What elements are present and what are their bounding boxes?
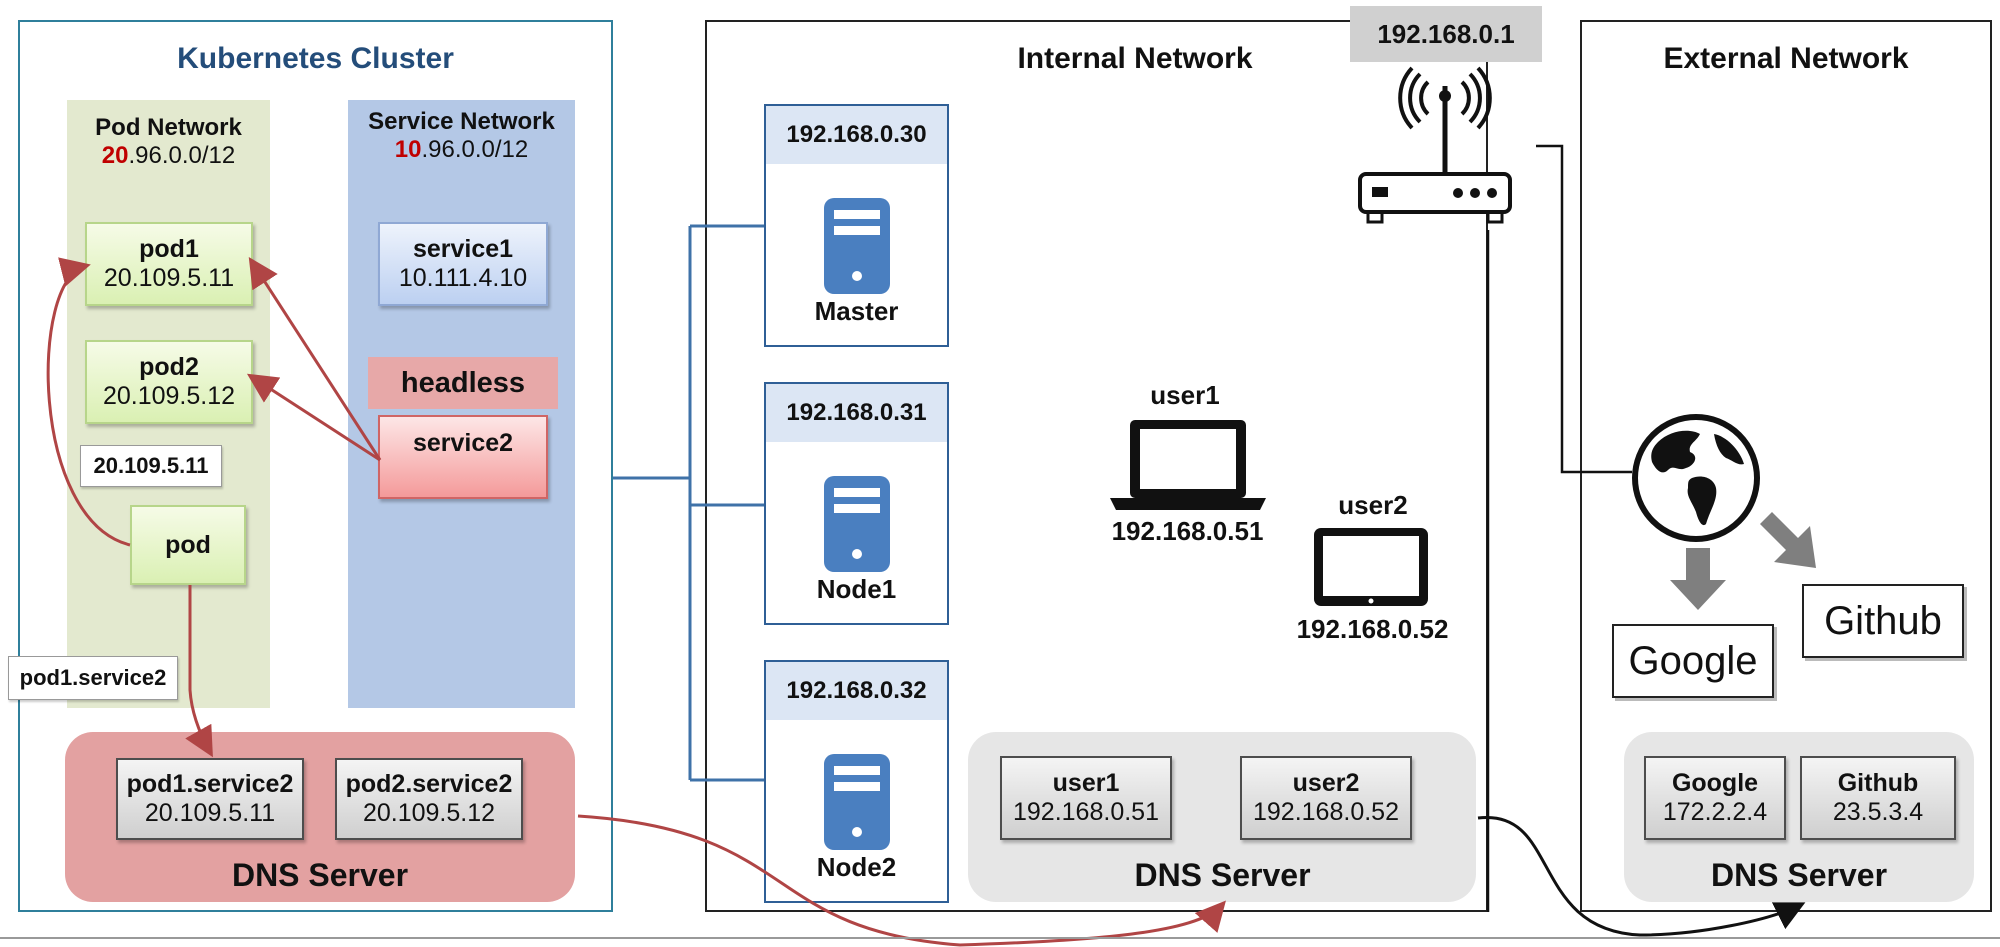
query-label: pod1.service2 [8,656,178,700]
github-site-card[interactable]: Github [1802,584,1964,658]
internal-dns-record-2-name: user2 [1292,769,1360,798]
internal-dns-record-2: user2 192.168.0.52 [1240,756,1412,840]
headless-label: headless [368,357,558,409]
pod1-ip: 20.109.5.11 [103,264,235,292]
pod-network-cidr: 20.96.0.0/12 [102,142,235,170]
client-pod-name: pod [165,530,211,559]
node2-server-icon [824,754,890,850]
resolved-ip-label: 20.109.5.11 [80,445,222,487]
service-network-cidr: 10.96.0.0/12 [395,136,528,164]
internal-dns-record-2-ip: 192.168.0.52 [1253,798,1399,826]
service1-ip: 10.111.4.10 [398,264,528,292]
k8s-dns-record-2-ip: 20.109.5.12 [362,799,496,827]
external-dns-record-1-name: Google [1671,769,1759,798]
external-dns-record-1-ip: 172.2.2.4 [1662,798,1768,826]
pod1-box[interactable]: pod1 20.109.5.11 [85,222,253,306]
internal-dns-record-1: user1 192.168.0.51 [1000,756,1172,840]
service2-box[interactable]: service2 [378,415,548,499]
pod-network-title: Pod Network [95,114,242,141]
external-dns-record-1: Google 172.2.2.4 [1644,756,1786,840]
service-network-title: Service Network [368,108,555,135]
user2-name: user2 [1338,489,1408,520]
service-cidr-rest: .96.0.0/12 [421,136,529,163]
kubernetes-cluster-title: Kubernetes Cluster [177,42,454,75]
client-pod-box[interactable]: pod [130,505,246,585]
master-server-icon [824,198,890,294]
k8s-dns-record-2-name: pod2.service2 [345,770,513,799]
service1-name: service1 [412,235,514,264]
pod2-box[interactable]: pod2 20.109.5.12 [85,340,253,424]
user2-ip: 192.168.0.52 [1296,613,1449,644]
arrow-diagonal-icon [1760,512,1816,568]
router-icon [1358,66,1512,224]
k8s-dns-record-1-ip: 20.109.5.11 [144,799,276,827]
pod-network-heading: Pod Network 20.96.0.0/12 [67,114,270,170]
pod-cidr-rest: .96.0.0/12 [128,142,236,169]
external-dns-record-2-ip: 23.5.3.4 [1832,798,1924,826]
tablet-icon [1314,528,1428,606]
user1-ip: 192.168.0.51 [1111,515,1264,546]
internal-dns-record-1-ip: 192.168.0.51 [1013,798,1159,826]
external-dns-label: DNS Server [1710,856,1888,893]
laptop-icon [1110,420,1266,510]
service2-name: service2 [412,429,514,457]
node1-ip: 192.168.0.31 [766,384,947,442]
node1-server-icon [824,476,890,572]
pod2-ip: 20.109.5.12 [102,382,236,410]
arrow-down-icon [1670,548,1726,610]
master-node-ip: 192.168.0.30 [766,106,947,164]
k8s-dns-record-1-name: pod1.service2 [126,770,294,799]
router-ip-label: 192.168.0.1 [1350,6,1542,62]
user1-name: user1 [1150,379,1220,410]
node1-name: Node1 [816,573,897,604]
node2-ip: 192.168.0.32 [766,662,947,720]
node2-name: Node2 [816,851,897,882]
pod1-name: pod1 [139,235,199,264]
pod2-name: pod2 [139,353,199,382]
external-network-title: External Network [1663,42,1909,75]
service-cidr-prefix: 10 [394,136,422,163]
k8s-dns-label: DNS Server [231,856,409,893]
k8s-dns-record-2: pod2.service2 20.109.5.12 [335,758,523,840]
service-network-heading: Service Network 10.96.0.0/12 [348,108,575,164]
k8s-dns-record-1: pod1.service2 20.109.5.11 [116,758,304,840]
internal-dns-record-1-name: user1 [1052,769,1120,798]
external-dns-record-2: Github 23.5.3.4 [1800,756,1956,840]
master-node-name: Master [814,295,899,326]
pod-cidr-prefix: 20 [101,142,129,169]
service1-box[interactable]: service1 10.111.4.10 [378,222,548,306]
external-dns-record-2-name: Github [1837,769,1919,798]
google-site-card[interactable]: Google [1612,624,1774,698]
globe-icon [1632,414,1760,542]
internal-dns-label: DNS Server [1134,856,1311,893]
internal-network-title: Internal Network [1017,42,1253,75]
